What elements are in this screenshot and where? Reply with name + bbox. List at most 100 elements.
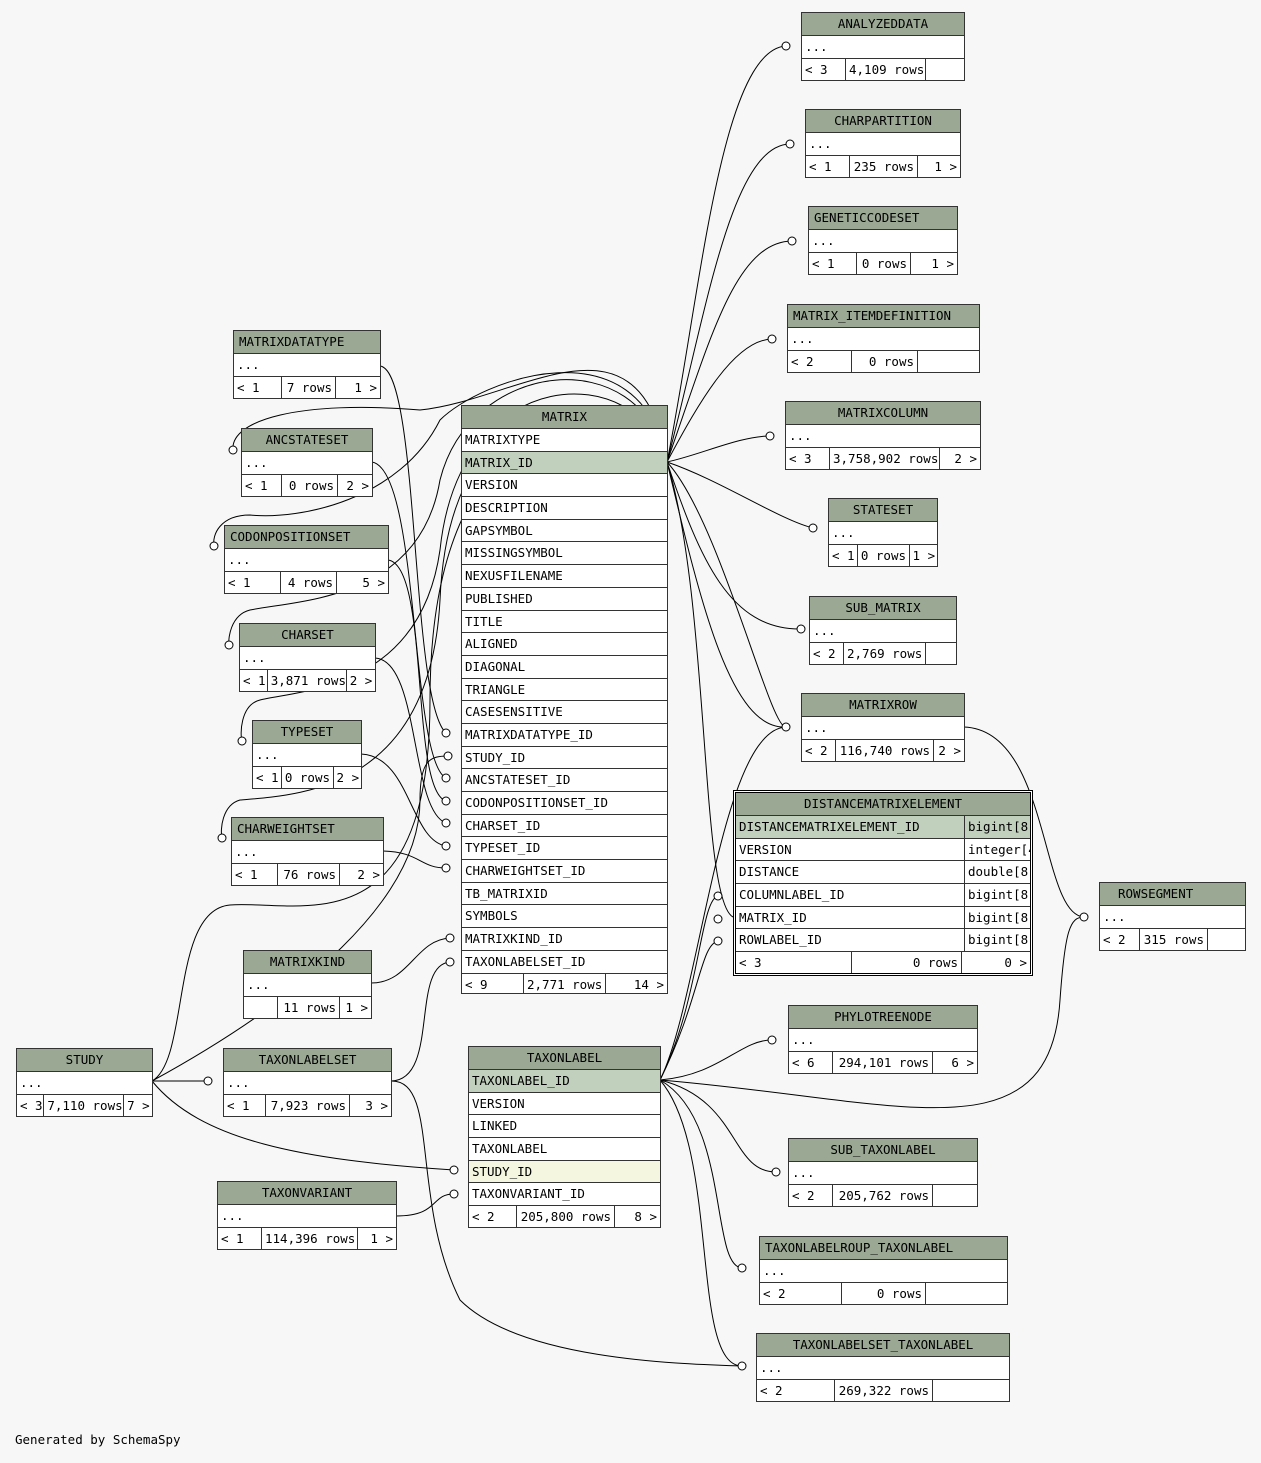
child-count[interactable] (933, 1380, 1009, 1401)
child-count[interactable]: 1 > (354, 380, 377, 395)
child-count[interactable]: 1 > (912, 548, 936, 563)
parent-count[interactable]: < 1 (224, 1095, 266, 1116)
child-count[interactable]: 2 > (349, 673, 373, 688)
parent-count[interactable]: < 1 (225, 572, 281, 593)
parent-count[interactable]: < 2 (810, 643, 844, 664)
child-count[interactable]: 8 > (634, 1209, 657, 1225)
column-study-id[interactable]: STUDY_ID (469, 1160, 660, 1184)
parent-count[interactable]: < 2 (1100, 929, 1140, 950)
parent-count[interactable]: < 2 (788, 351, 852, 372)
column-taxonlabelset-id[interactable]: TAXONLABELSET_ID (462, 951, 667, 974)
column-study-id[interactable]: STUDY_ID (462, 747, 667, 770)
child-count[interactable]: 1 > (370, 1231, 393, 1246)
column-gapsymbol[interactable]: GAPSYMBOL (462, 520, 667, 543)
column-ancstateset-id[interactable]: ANCSTATESET_ID (462, 769, 667, 792)
parent-count[interactable] (244, 997, 278, 1018)
child-count[interactable]: 14 > (633, 976, 664, 992)
column-charweightset-id[interactable]: CHARWEIGHTSET_ID (462, 860, 667, 883)
child-count[interactable]: 2 > (357, 867, 380, 882)
column-taxonlabel[interactable]: TAXONLABEL (469, 1138, 660, 1161)
parent-count[interactable]: < 2 (757, 1380, 835, 1401)
child-count[interactable]: 2 > (954, 451, 977, 466)
child-count[interactable]: 6 > (951, 1055, 974, 1070)
parent-count[interactable]: < 2 (789, 1185, 833, 1206)
column-casesensitive[interactable]: CASESENSITIVE (462, 701, 667, 724)
parent-count[interactable]: < 1 (253, 767, 282, 788)
column-nexusfilename[interactable]: NEXUSFILENAME (462, 565, 667, 588)
column-aligned[interactable]: ALIGNED (462, 633, 667, 656)
column-matrixtype[interactable]: MATRIXTYPE (462, 429, 667, 452)
column-diagonal[interactable]: DIAGONAL (462, 656, 667, 679)
child-count[interactable]: 0 > (1004, 955, 1027, 971)
column-triangle[interactable]: TRIANGLE (462, 679, 667, 702)
child-count[interactable]: 7 > (127, 1098, 150, 1113)
parent-count[interactable]: < 1 (829, 545, 858, 566)
parent-count[interactable]: < 6 (789, 1052, 833, 1073)
child-count[interactable]: 1 > (345, 1000, 368, 1015)
child-count[interactable] (918, 351, 979, 372)
parent-count[interactable]: < 3 (786, 448, 830, 469)
column-matrix-id[interactable]: MATRIX_ID (462, 451, 667, 475)
column-published[interactable]: PUBLISHED (462, 588, 667, 611)
column-typeset-id[interactable]: TYPESET_ID (462, 837, 667, 861)
column-charset-id[interactable]: CHARSET_ID (462, 815, 667, 838)
parent-count[interactable]: < 1 (232, 864, 278, 885)
parent-count[interactable]: < 1 (234, 377, 282, 398)
child-count[interactable] (926, 1283, 1007, 1304)
column-missingsymbol[interactable]: MISSINGSYMBOL (462, 542, 667, 566)
child-count[interactable]: 3 > (365, 1098, 388, 1113)
column-symbols[interactable]: SYMBOLS (462, 905, 667, 929)
column-version[interactable]: VERSION (462, 474, 667, 498)
child-count[interactable]: 1 > (931, 256, 954, 271)
child-count[interactable]: 2 > (346, 478, 369, 493)
child-count[interactable] (933, 1185, 977, 1206)
parent-count[interactable]: < 1 (240, 670, 268, 691)
column-codonpositionset-id[interactable]: CODONPOSITIONSET_ID (462, 792, 667, 815)
table-distancematrixelement[interactable]: DISTANCEMATRIXELEMENT DISTANCEMATRIXELEM… (733, 790, 1033, 976)
parent-count[interactable]: < 2 (802, 740, 836, 761)
parent-count[interactable]: < 3 (802, 59, 846, 80)
child-count[interactable]: 2 > (938, 743, 961, 758)
parent-count[interactable]: < 3 (17, 1095, 45, 1116)
child-count[interactable] (926, 59, 964, 80)
column-matrixkind-id[interactable]: MATRIXKIND_ID (462, 928, 667, 951)
parent-count[interactable]: < 9 (462, 973, 524, 993)
parent-count[interactable]: < 3 (736, 952, 852, 973)
parent-count[interactable]: < 1 (806, 156, 850, 177)
column-tb-matrixid[interactable]: TB_MATRIXID (462, 883, 667, 906)
column-title[interactable]: TITLE (462, 611, 667, 634)
parent-count[interactable]: < 2 (760, 1283, 842, 1304)
parent-count[interactable]: < 2 (469, 1206, 517, 1227)
child-count[interactable]: 2 > (336, 770, 360, 785)
column-linked[interactable]: LINKED (469, 1115, 660, 1139)
